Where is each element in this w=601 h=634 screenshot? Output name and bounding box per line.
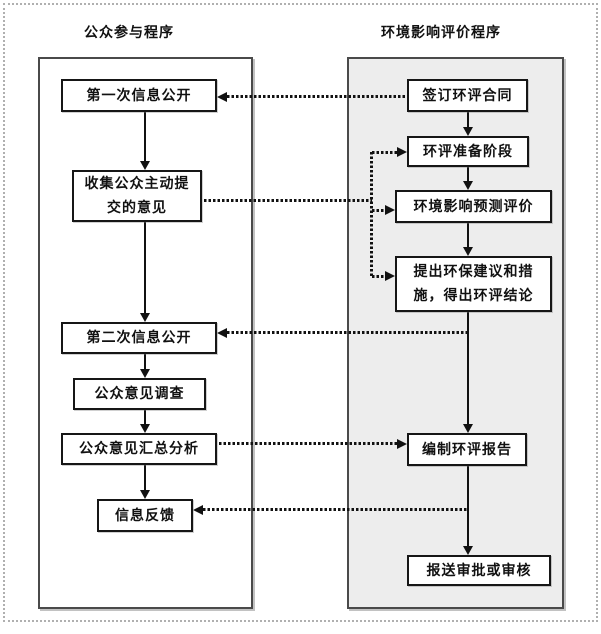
dotted-suggestions-to-second-head	[217, 328, 227, 338]
node-impact-prediction: 环境影响预测评价	[395, 190, 552, 223]
dotted-branch-spine	[370, 152, 373, 278]
arrow-collect-to-second-head	[140, 313, 150, 322]
node-feedback: 信息反馈	[97, 499, 193, 532]
right-column-title: 环境影响评价程序	[381, 25, 501, 41]
arrow-summary-to-feedback-line	[144, 465, 146, 490]
page-dotted-border	[3, 3, 598, 622]
dotted-contract-to-first-head	[217, 92, 227, 102]
arrow-survey-to-summary-head	[140, 424, 150, 433]
arrow-second-to-survey-line	[144, 354, 146, 369]
arrow-first-to-collect-head	[140, 161, 150, 170]
arrow-contract-to-preparation-line	[467, 112, 469, 127]
dotted-summary-to-report-head	[397, 439, 407, 449]
arrow-prediction-to-suggestions-head	[463, 247, 473, 256]
dotted-report-to-feedback-line	[203, 508, 468, 511]
node-opinion-survey: 公众意见调查	[73, 378, 206, 410]
dotted-spine-to-preparation-head	[397, 147, 407, 157]
arrow-summary-to-feedback-head	[140, 490, 150, 499]
node-sign-contract: 签订环评合同	[407, 79, 528, 112]
dotted-spine-to-prediction-line	[372, 209, 385, 212]
node-first-disclosure: 第一次信息公开	[61, 79, 217, 112]
node-opinion-summary-analysis: 公众意见汇总分析	[61, 433, 217, 465]
arrow-preparation-to-prediction-line	[467, 167, 469, 181]
node-compile-report: 编制环评报告	[407, 433, 527, 466]
dotted-spine-to-suggestions-line	[372, 275, 385, 278]
arrow-contract-to-preparation-head	[463, 127, 473, 136]
node-collect-voluntary-opinions: 收集公众主动提 交的意见	[72, 170, 202, 222]
arrow-report-to-approval-line	[467, 466, 469, 546]
node-submit-approval: 报送审批或审核	[407, 555, 551, 586]
dotted-collect-to-spine-line	[204, 199, 372, 202]
dotted-contract-to-first-line	[227, 95, 407, 98]
arrow-suggestions-to-report-line	[467, 312, 469, 424]
dotted-spine-to-prediction-head	[385, 205, 395, 215]
arrow-prediction-to-suggestions-line	[467, 223, 469, 247]
node-preparation: 环评准备阶段	[407, 136, 529, 167]
arrow-report-to-approval-head	[463, 546, 473, 555]
node-suggestions-conclusion: 提出环保建议和措 施，得出环评结论	[395, 256, 552, 312]
dotted-spine-to-preparation-line	[372, 151, 397, 154]
arrow-first-to-collect-line	[144, 112, 146, 161]
dotted-suggestions-to-second-line	[227, 331, 468, 334]
arrow-preparation-to-prediction-head	[463, 181, 473, 190]
dotted-summary-to-report-line	[219, 442, 397, 445]
node-second-disclosure: 第二次信息公开	[61, 322, 217, 354]
arrow-survey-to-summary-line	[144, 410, 146, 424]
arrow-suggestions-to-report-head	[463, 424, 473, 433]
dotted-report-to-feedback-head	[193, 505, 203, 515]
dotted-spine-to-suggestions-head	[385, 271, 395, 281]
left-column-title: 公众参与程序	[84, 25, 174, 41]
arrow-collect-to-second-line	[144, 222, 146, 313]
arrow-second-to-survey-head	[140, 369, 150, 378]
